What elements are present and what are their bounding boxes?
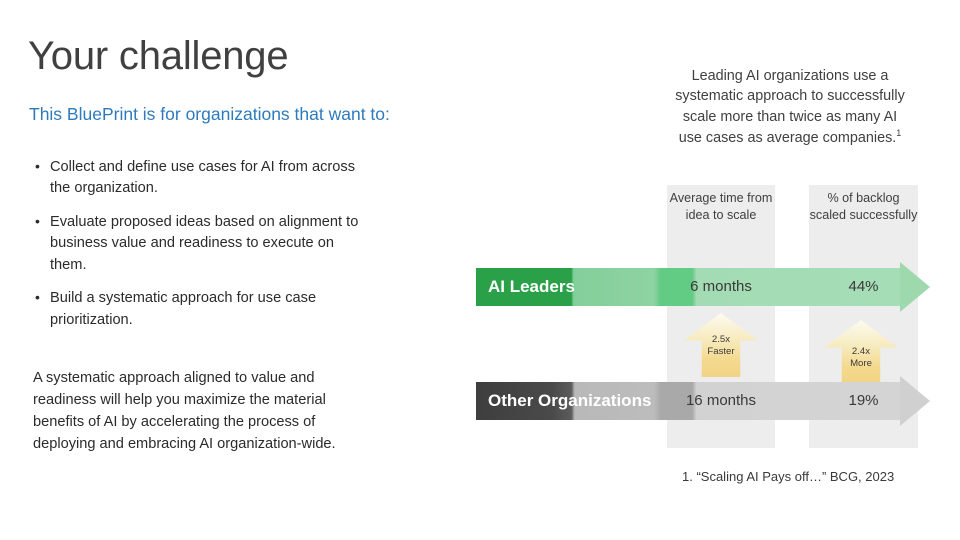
table-row-other-organizations: Other Organizations 16 months 19% bbox=[476, 376, 930, 426]
list-item: Build a systematic approach for use case… bbox=[32, 287, 362, 331]
row-label-other-organizations: Other Organizations bbox=[488, 391, 652, 410]
badge-multiplier: 2.4x bbox=[851, 346, 871, 357]
badge-uparrow-faster-text: 2.5x Faster bbox=[702, 334, 740, 359]
page-title: Your challenge bbox=[28, 34, 289, 78]
insight-statement: Leading AI organizations use a systemati… bbox=[670, 66, 910, 149]
subtitle: This BluePrint is for organizations that… bbox=[29, 104, 390, 124]
left-content-panel: Your challenge This BluePrint is for org… bbox=[0, 0, 470, 540]
summary-paragraph: A systematic approach aligned to value a… bbox=[33, 370, 336, 452]
arrow-body-gray bbox=[476, 382, 900, 420]
comparison-graphic-panel: Leading AI organizations use a systemati… bbox=[470, 0, 960, 540]
cell-other-organizations-average-time: 16 months bbox=[685, 392, 757, 409]
cell-ai-leaders-backlog-scaled: 44% bbox=[848, 278, 879, 295]
table-row-ai-leaders: AI Leaders 6 months 44% bbox=[476, 262, 930, 312]
cell-other-organizations-backlog-scaled: 19% bbox=[848, 392, 879, 409]
arrow-body-green bbox=[476, 268, 900, 306]
badge-uparrow-more-text: 2.4x More bbox=[842, 346, 880, 371]
insight-statement-text: Leading AI organizations use a systemati… bbox=[675, 68, 905, 147]
list-item: Evaluate proposed ideas based on alignme… bbox=[32, 211, 362, 276]
badge-word: Faster bbox=[707, 346, 735, 358]
footnote-marker: 1 bbox=[896, 128, 902, 139]
list-item: Collect and define use cases for AI from… bbox=[32, 156, 362, 200]
bullet-list: Collect and define use cases for AI from… bbox=[32, 156, 362, 343]
source-footnote: 1. “Scaling AI Pays off…” BCG, 2023 bbox=[682, 469, 895, 484]
badge-word: More bbox=[850, 358, 872, 370]
cell-ai-leaders-average-time: 6 months bbox=[690, 278, 752, 295]
column-header-average-time: Average time from idea to scale bbox=[669, 191, 773, 222]
row-label-ai-leaders: AI Leaders bbox=[488, 277, 575, 296]
column-header-backlog-scaled: % of backlog scaled successfully bbox=[809, 191, 918, 222]
badge-multiplier: 2.5x bbox=[711, 334, 731, 345]
